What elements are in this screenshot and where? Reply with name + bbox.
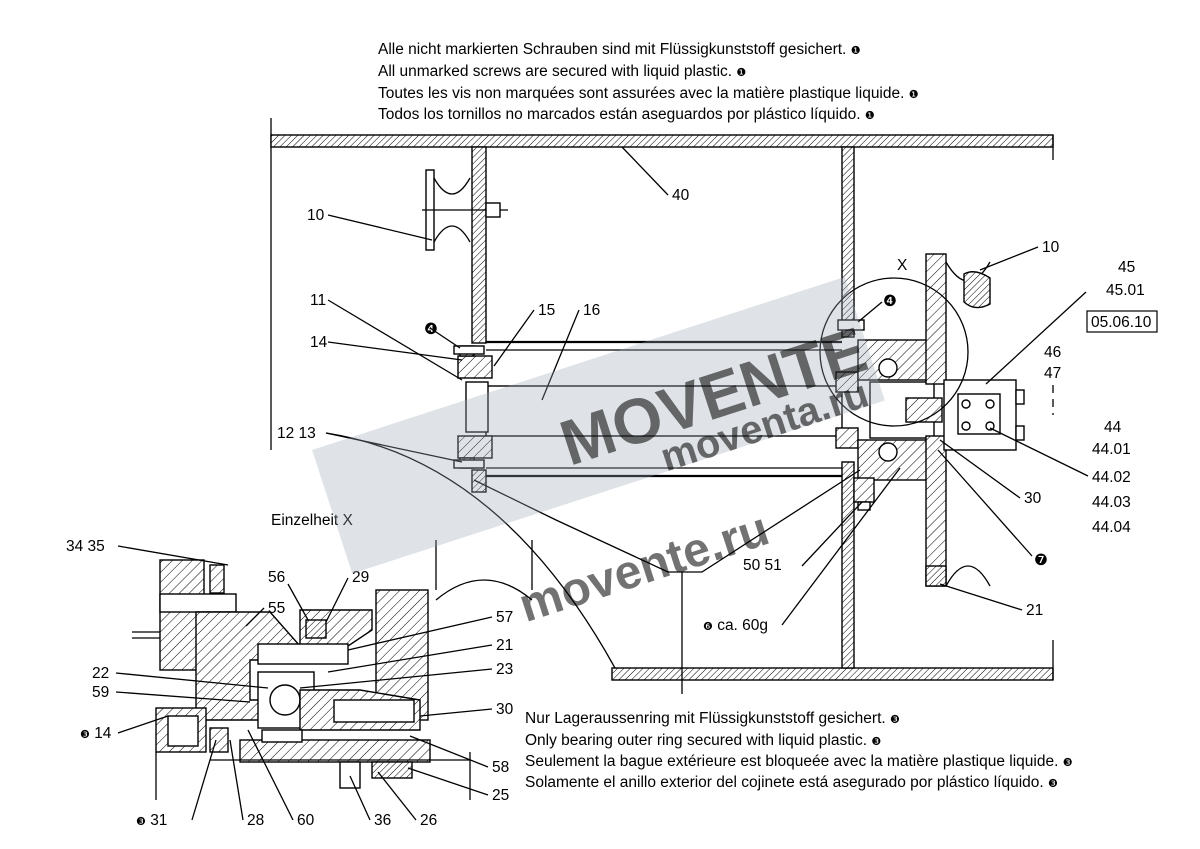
label-21-main: 21 [1026,602,1043,619]
label-15: 15 [538,302,555,319]
label-55: 55 [268,600,285,617]
label-56: 56 [268,569,285,586]
label-50-51: 50 51 [743,557,782,574]
svg-text:Nur Lageraussenring mit Flüssi: Nur Lageraussenring mit Flüssigkunststof… [525,710,900,727]
note-top-de: Alle nicht markierten Schrauben sind mit… [378,41,846,58]
grease-note: ca. 60g [717,617,768,634]
svg-text:Alle nicht markierten Schraube: Alle nicht markierten Schrauben sind mit… [378,41,861,58]
label-44-02: 44.02 [1092,469,1131,486]
svg-text:Only bearing outer ring secure: Only bearing outer ring secured with liq… [525,732,881,749]
note-marker: ❸ [871,736,881,748]
svg-text:❸ 14: ❸ 14 [80,725,112,742]
detail-marker: X [897,257,908,274]
marker-seven: ❼ [1034,552,1048,569]
svg-text:❻ ca. 60g: ❻ ca. 60g [703,617,768,634]
label-45: 45 [1118,259,1135,276]
note-marker: ❶ [865,110,875,122]
label-23: 23 [496,661,513,678]
label-30-main: 30 [1024,490,1042,507]
svg-text:Solamente el anillo exterior d: Solamente el anillo exterior del cojinet… [525,774,1058,791]
svg-text:Todos los tornillos no marcado: Todos los tornillos no marcados están as… [378,106,875,123]
main-assembly [270,118,1054,694]
label-44-03: 44.03 [1092,494,1131,511]
label-16: 16 [583,302,600,319]
note-top-en: All unmarked screws are secured with liq… [378,63,732,80]
label-44-04: 44.04 [1092,519,1131,536]
note-marker: ❶ [851,45,861,57]
label-14: 14 [310,334,328,351]
label-40: 40 [672,187,690,204]
date-box [1086,310,1158,333]
label-26: 26 [420,812,437,829]
label-10-right: 10 [1042,239,1060,256]
marker-six: ❻ [703,621,713,633]
note-marker: ❶ [909,89,919,101]
label-12-13: 12 13 [277,425,316,442]
label-10-left: 10 [307,207,325,224]
label-11: 11 [310,292,326,309]
top-notes: Alle nicht markierten Schrauben sind mit… [378,41,919,123]
label-14-detail: 14 [94,725,112,742]
marker-four-left: ❹ [424,321,438,338]
label-28: 28 [247,812,264,829]
note-marker: ❸ [1048,778,1058,790]
svg-text:All unmarked screws are secure: All unmarked screws are secured with liq… [378,63,746,80]
label-44-01: 44.01 [1092,441,1131,458]
note-bottom-de: Nur Lageraussenring mit Flüssigkunststof… [525,710,886,727]
note-top-fr: Toutes les vis non marquées sont assurée… [378,85,904,102]
svg-text:Seulement la bague extérieure: Seulement la bague extérieure est bloque… [525,753,1073,770]
note-bottom-es: Solamente el anillo exterior del cojinet… [525,774,1044,791]
label-25: 25 [492,787,509,804]
detail-x [132,540,533,800]
label-34-35: 34 35 [66,538,105,555]
note-top-es: Todos los tornillos no marcados están as… [378,106,861,123]
note-marker: ❶ [736,67,746,79]
watermark-site: movente.ru [513,502,775,632]
label-22: 22 [92,665,109,682]
label-44: 44 [1104,419,1122,436]
callouts: 10 40 10 X 45 45.01 05.06.10 46 47 11 14… [66,146,1158,829]
note-marker: ❸ [890,714,900,726]
marker-three-31: ❸ [136,816,146,828]
bottom-notes: Nur Lageraussenring mit Flüssigkunststof… [525,710,1073,791]
label-31: 31 [150,812,167,829]
label-60: 60 [297,812,315,829]
label-59: 59 [92,684,109,701]
note-marker: ❸ [1063,757,1073,769]
label-58: 58 [492,759,509,776]
label-47: 47 [1044,365,1061,382]
label-46: 46 [1044,344,1061,361]
label-45-01: 45.01 [1106,282,1145,299]
label-36: 36 [374,812,391,829]
marker-four-right: ❹ [883,293,897,310]
date-text: 05.06.10 [1091,314,1152,331]
note-bottom-en: Only bearing outer ring secured with liq… [525,732,867,749]
note-bottom-fr: Seulement la bague extérieure est bloque… [525,753,1058,770]
svg-text:Toutes les vis non marquées so: Toutes les vis non marquées sont assurée… [378,85,919,102]
detail-title: Einzelheit X [271,512,354,529]
marker-three-detail: ❸ [80,729,90,741]
label-21-detail: 21 [496,637,513,654]
label-57: 57 [496,609,513,626]
svg-text:❸ 31: ❸ 31 [136,812,167,829]
label-29: 29 [352,569,369,586]
label-30-detail: 30 [496,701,514,718]
